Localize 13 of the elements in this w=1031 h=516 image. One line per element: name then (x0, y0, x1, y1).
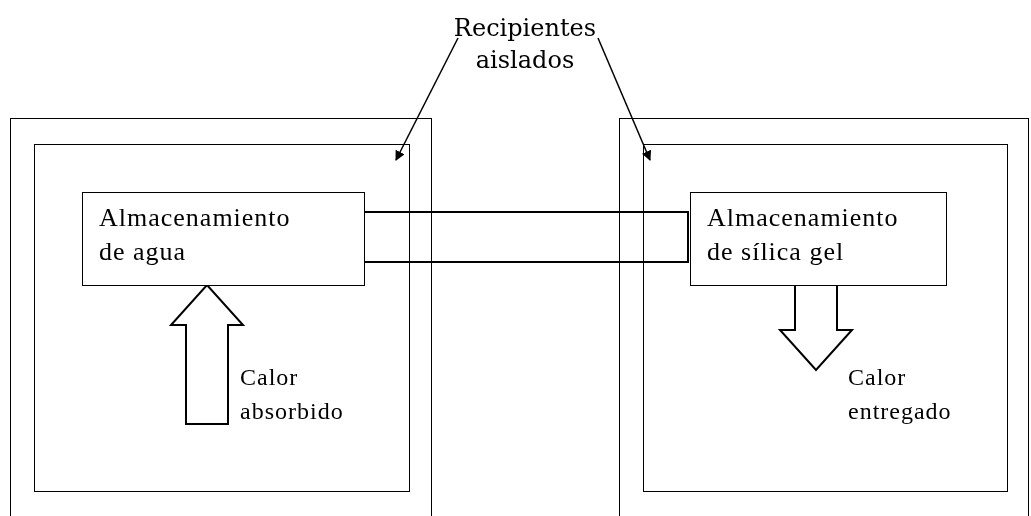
callout-text: Recipientes aislados (435, 12, 615, 88)
leader-arrow (597, 37, 652, 161)
storage-box: Almacenamiento de sílica gel (690, 192, 947, 286)
container-box (619, 118, 1029, 516)
container-box (643, 144, 1008, 492)
container-box (10, 118, 432, 516)
heat-label: Calor absorbido (240, 363, 345, 426)
heat-label: Calor entregado (848, 363, 953, 426)
connecting-pipe (362, 211, 689, 263)
container-box (34, 144, 410, 492)
leader-arrow (395, 37, 459, 161)
hollow-arrow (168, 283, 246, 425)
storage-box: Almacenamiento de agua (82, 192, 365, 286)
